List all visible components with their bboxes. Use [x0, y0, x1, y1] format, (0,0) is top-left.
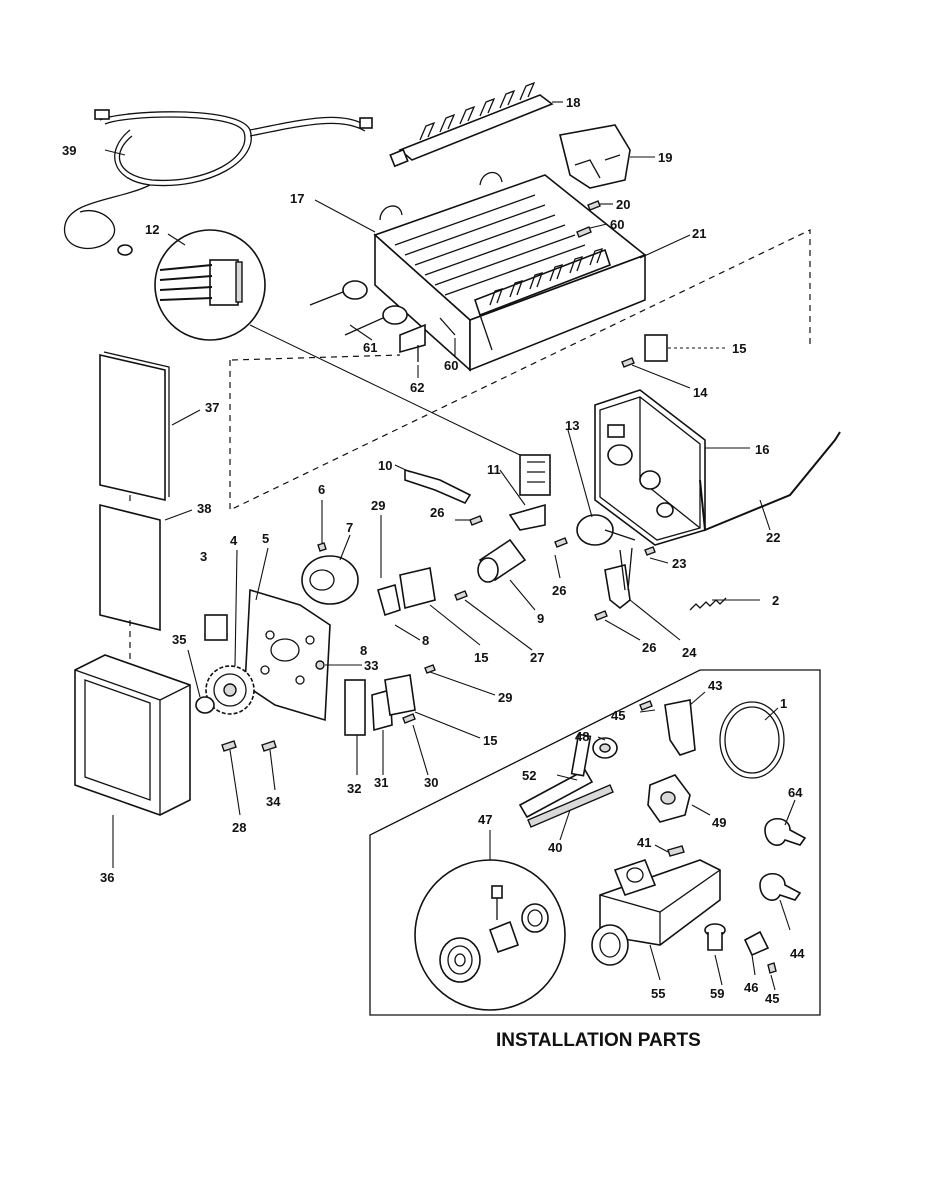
cover-box-36: [74, 654, 191, 816]
callout-6: 6: [318, 482, 325, 497]
callout-62: 62: [410, 380, 424, 395]
callout-60: 60: [610, 217, 624, 232]
callout-17: 17: [290, 191, 304, 206]
callout-33: 33: [364, 658, 378, 673]
callout-15-mid: 15: [474, 650, 488, 665]
callout-29-a: 29: [371, 498, 385, 513]
cover-19: [559, 124, 631, 189]
switch-15-top: [644, 334, 668, 362]
callout-60-b: 60: [444, 358, 458, 373]
callout-26-b: 26: [552, 583, 566, 598]
callout-12: 12: [145, 222, 159, 237]
ejector-18: [389, 81, 554, 168]
mold-body-17: [309, 171, 647, 372]
installation-parts-title: INSTALLATION PARTS: [496, 1030, 701, 1051]
callout-2: 2: [772, 593, 779, 608]
leader-lines: [104, 101, 796, 991]
callout-30: 30: [424, 775, 438, 790]
callout-36: 36: [100, 870, 114, 885]
callout-22: 22: [766, 530, 780, 545]
callout-20: 20: [616, 197, 630, 212]
callout-8-a: 8: [422, 633, 429, 648]
callout-45-b: 45: [765, 991, 779, 1006]
callout-16: 16: [755, 442, 769, 457]
callout-64: 64: [788, 785, 803, 800]
housing-16: [594, 389, 706, 546]
callout-52: 52: [522, 768, 536, 783]
stripper-21: [473, 248, 612, 351]
manual-37: [99, 351, 170, 502]
mount-plate-5: [244, 588, 331, 722]
callout-49-a: 49: [712, 815, 726, 830]
callout-59: 59: [710, 986, 724, 1001]
callout-15-low: 15: [483, 733, 497, 748]
callout-labels: 18 19 20 60 21 17 39 12 61 62 60 15 14 1…: [62, 95, 805, 1006]
terminal-detail-12: [154, 229, 521, 456]
callout-31: 31: [374, 775, 388, 790]
callout-15-top: 15: [732, 341, 746, 356]
callout-4: 4: [230, 533, 238, 548]
callout-23: 23: [672, 556, 686, 571]
callout-5: 5: [262, 531, 269, 546]
guide-box: [229, 229, 811, 511]
callout-38: 38: [197, 501, 211, 516]
sheet-38: [99, 503, 161, 632]
callout-47: 47: [478, 812, 492, 827]
callout-55: 55: [651, 986, 665, 1001]
callout-41: 41: [637, 835, 651, 850]
callout-45-a: 45: [611, 708, 625, 723]
callout-11: 11: [487, 462, 501, 477]
callout-21: 21: [692, 226, 706, 241]
callout-28: 28: [232, 820, 246, 835]
callout-29-b: 29: [498, 690, 512, 705]
callout-43: 43: [708, 678, 722, 693]
callout-1: 1: [780, 696, 787, 711]
feeler-arm-22: [699, 431, 841, 532]
callout-26-c: 26: [642, 640, 656, 655]
callout-61: 61: [363, 340, 377, 355]
motor-parts: [301, 454, 727, 621]
callout-10: 10: [378, 458, 392, 473]
small-screws-top: [399, 200, 601, 362]
callout-37: 37: [205, 400, 219, 415]
callout-24: 24: [682, 645, 697, 660]
parts-31-32-33-30: [315, 660, 436, 736]
screw-14: [621, 357, 635, 368]
callout-39: 39: [62, 143, 76, 158]
callout-8-b: 8: [360, 643, 367, 658]
screws-28-34: [221, 740, 277, 752]
callout-18: 18: [566, 95, 580, 110]
callout-13: 13: [565, 418, 579, 433]
label-3: [204, 614, 228, 641]
callout-3: 3: [200, 549, 207, 564]
callout-27: 27: [530, 650, 544, 665]
callout-14: 14: [693, 385, 708, 400]
callout-32: 32: [347, 781, 361, 796]
callout-46: 46: [744, 980, 758, 995]
callout-7: 7: [346, 520, 353, 535]
callout-19: 19: [658, 150, 672, 165]
callout-35: 35: [172, 632, 186, 647]
valve-detail-47: [414, 859, 566, 1011]
callout-44: 44: [790, 946, 805, 961]
callout-34: 34: [266, 794, 281, 809]
installation-parts: [518, 699, 807, 974]
callout-26-a: 26: [430, 505, 444, 520]
callout-40: 40: [548, 840, 562, 855]
gear-4: [205, 665, 255, 715]
installation-box: [369, 669, 821, 1016]
callout-9: 9: [537, 611, 544, 626]
cam-35: [195, 696, 215, 714]
callout-48: 48: [575, 729, 589, 744]
wire-harness-39: [63, 109, 373, 256]
